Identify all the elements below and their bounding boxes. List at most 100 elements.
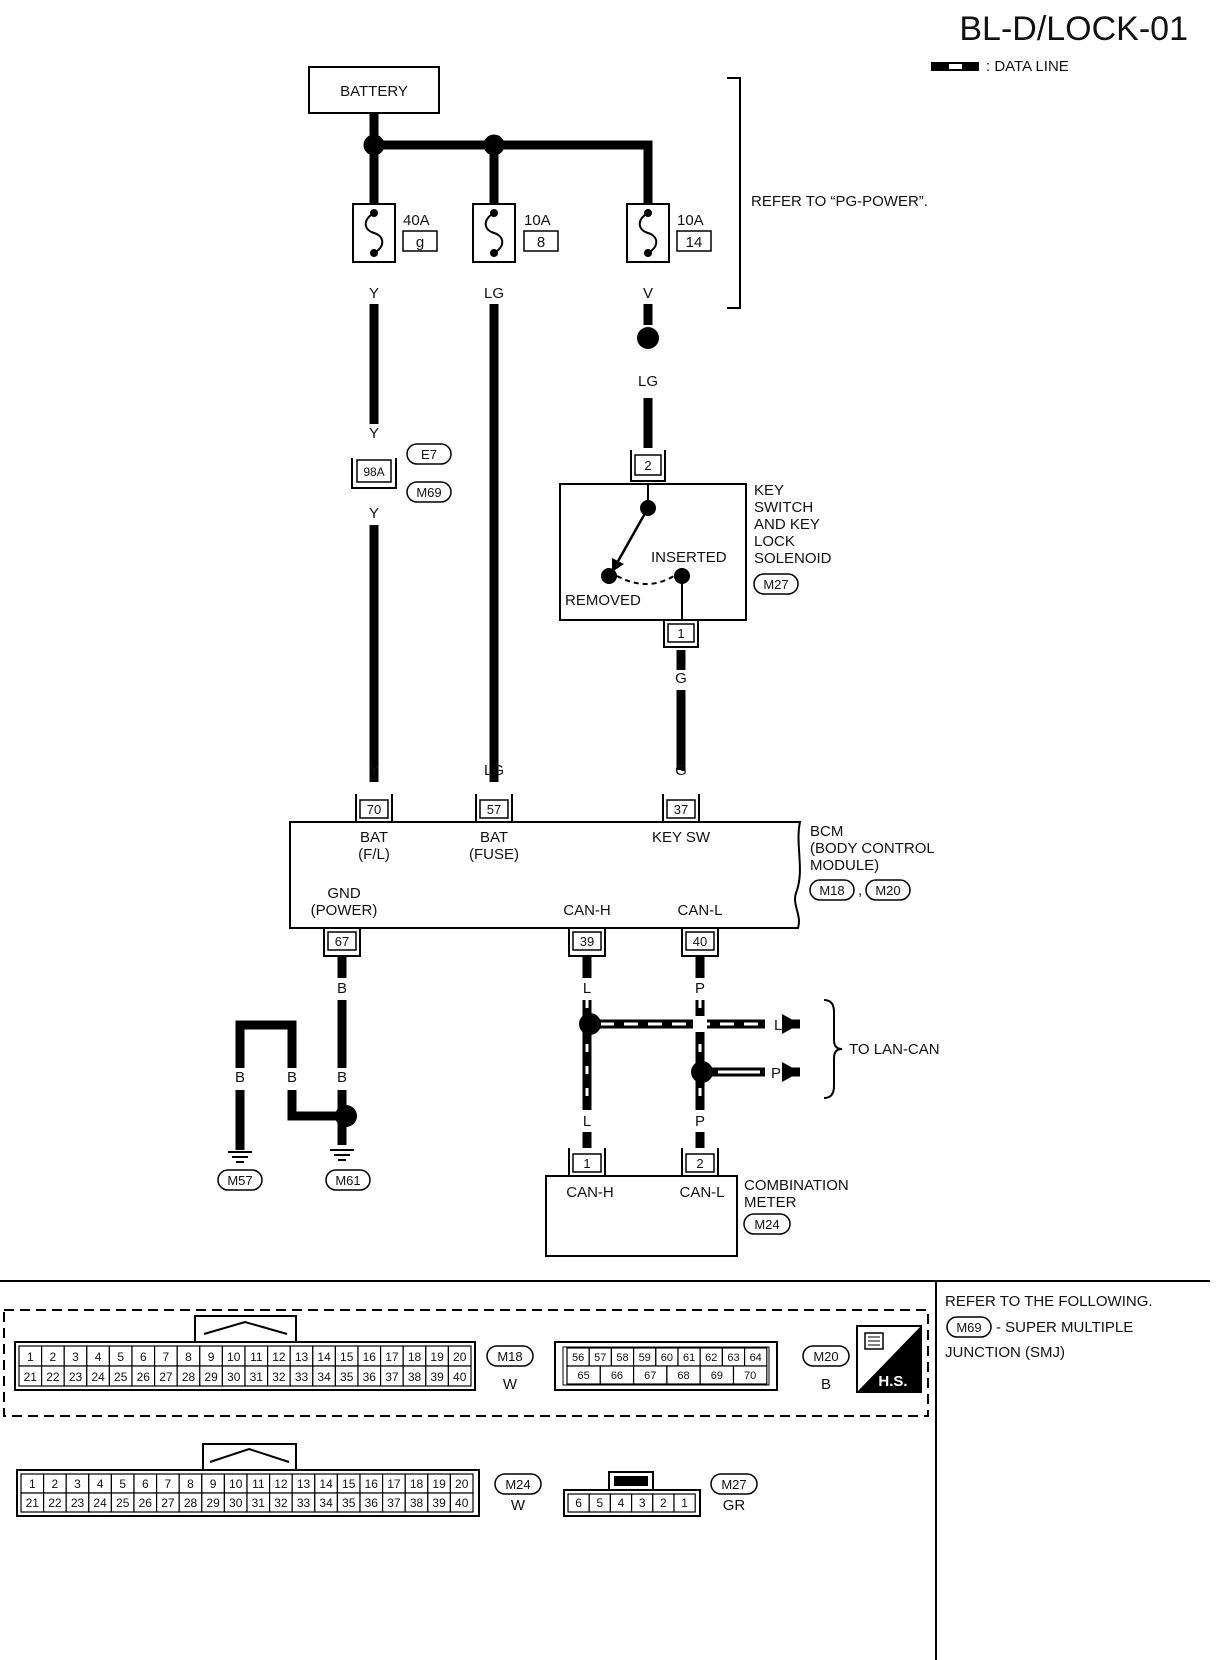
- pin-number: 1: [681, 1496, 688, 1510]
- bcm-bat-fl-label-1: BAT: [360, 829, 388, 846]
- pin-number: 3: [72, 1350, 79, 1364]
- wire-label-y-fuse: Y: [369, 285, 379, 302]
- pin-number: 23: [69, 1370, 83, 1384]
- meter-can-l-label: CAN-L: [679, 1184, 724, 1201]
- bcm-pin-40: 40: [693, 934, 707, 949]
- pin-number: 1: [29, 1477, 36, 1491]
- m20-face-id: M20: [813, 1349, 838, 1364]
- connector-m20-label: M20: [875, 883, 900, 898]
- refer-note-line3: JUNCTION (SMJ): [945, 1344, 1065, 1361]
- pin-cell: [449, 1492, 474, 1513]
- pin-number: 31: [252, 1496, 266, 1510]
- pin-number: 5: [596, 1496, 603, 1510]
- pin-number: 66: [611, 1370, 623, 1382]
- bcm-connector-separator: ,: [858, 882, 862, 899]
- wire-label-gnd-b-mid: B: [287, 1069, 297, 1086]
- wire-label-gnd-b-left: B: [235, 1069, 245, 1086]
- key-switch-pin-1: 1: [677, 626, 684, 641]
- pin-number: 5: [119, 1477, 126, 1491]
- wire-label-gnd-b-right: B: [337, 1069, 347, 1086]
- bcm-gnd-label-2: (POWER): [311, 902, 378, 919]
- harness-side-badge: H.S.: [856, 1325, 922, 1393]
- pin-number: 38: [410, 1496, 424, 1510]
- fuse-40a-number: g: [416, 234, 424, 251]
- pin-number: 23: [71, 1496, 85, 1510]
- pin-number: 70: [744, 1370, 756, 1382]
- pin-number: 36: [365, 1496, 379, 1510]
- power-reference-note: REFER TO “PG-POWER”.: [751, 193, 928, 210]
- pin-number: 58: [616, 1352, 628, 1364]
- pin-number: 56: [572, 1352, 584, 1364]
- pin-number: 36: [363, 1370, 377, 1384]
- key-switch-label-1: KEY: [754, 482, 784, 499]
- connector-panel-dashed-frame: [3, 1309, 929, 1417]
- bcm-label-1: BCM: [810, 823, 843, 840]
- bcm-pin-37: 37: [674, 802, 688, 817]
- m24-face-color: W: [511, 1497, 526, 1514]
- wire-label-y-top: Y: [369, 425, 379, 442]
- m24-face-id: M24: [505, 1477, 530, 1492]
- pin-number: 4: [95, 1350, 102, 1364]
- pin-number: 14: [317, 1350, 331, 1364]
- pin-number: 11: [250, 1350, 263, 1364]
- pin-number: 24: [93, 1496, 107, 1510]
- battery-label: BATTERY: [340, 83, 408, 100]
- pin-number: 5: [117, 1350, 124, 1364]
- wire-label-v-fuse: V: [643, 285, 653, 302]
- connector-m69-label: M69: [416, 485, 441, 500]
- pin-number: 39: [430, 1370, 444, 1384]
- pin-number: 8: [187, 1477, 194, 1491]
- pin-number: 33: [297, 1496, 311, 1510]
- wire-label-y-bottom: Y: [369, 505, 379, 522]
- pin-number: 27: [161, 1496, 175, 1510]
- bcm-gnd-label-1: GND: [327, 885, 361, 902]
- pin-number: 40: [455, 1496, 469, 1510]
- pin-number: 28: [184, 1496, 198, 1510]
- pin-number: 12: [272, 1350, 286, 1364]
- m27-face-id: M27: [721, 1477, 746, 1492]
- bcm-label-3: MODULE): [810, 857, 879, 874]
- pin-number: 9: [210, 1477, 217, 1491]
- wire-label-y-bcm: Y: [369, 762, 379, 779]
- data-line-legend-label: : DATA LINE: [986, 58, 1069, 75]
- key-switch-label-3: AND KEY: [754, 516, 820, 533]
- pin-number: 7: [165, 1477, 172, 1491]
- meter-pin-1: 1: [583, 1156, 590, 1171]
- pin-number: 40: [453, 1370, 467, 1384]
- ground-m61-label: M61: [335, 1173, 360, 1188]
- pin-number: 35: [340, 1370, 354, 1384]
- pin-number: 13: [295, 1350, 309, 1364]
- ground-symbol-m57: [228, 1151, 252, 1163]
- pin-number: 30: [229, 1496, 243, 1510]
- joint-pin-98a: 98A: [363, 465, 384, 479]
- bcm-label-2: (BODY CONTROL: [810, 840, 935, 857]
- power-bracket: [727, 77, 741, 309]
- pin-cell: [447, 1365, 472, 1387]
- bcm-can-l-label: CAN-L: [677, 902, 722, 919]
- connector-m24-label: M24: [754, 1217, 779, 1232]
- pin-number: 21: [24, 1370, 38, 1384]
- pin-number: 17: [385, 1350, 399, 1364]
- meter-can-h-label: CAN-H: [566, 1184, 614, 1201]
- pin-number: 7: [163, 1350, 170, 1364]
- bcm-pin-39: 39: [580, 934, 594, 949]
- m20-face-color: B: [821, 1376, 831, 1393]
- connector-m27-label: M27: [763, 577, 788, 592]
- fuse-40a-amp: 40A: [403, 212, 430, 229]
- wire-label-g-top: G: [675, 670, 687, 687]
- wire-label-can-l-top: L: [583, 980, 591, 997]
- pin-cell: [673, 1493, 696, 1513]
- fuse-10a-14: 10A 14: [626, 203, 712, 263]
- ground-symbol-m61: [330, 1149, 354, 1161]
- pin-number: 26: [137, 1370, 151, 1384]
- ground-splice: [335, 1105, 357, 1127]
- meter-label-1: COMBINATION: [744, 1177, 849, 1194]
- meter-pin-2: 2: [696, 1156, 703, 1171]
- lan-can-brace: [823, 999, 843, 1099]
- pin-number: 4: [97, 1477, 104, 1491]
- refer-note-line1: REFER TO THE FOLLOWING.: [945, 1293, 1153, 1310]
- combination-meter: 1 2 CAN-H CAN-L COMBINATION METER M24: [545, 1148, 849, 1257]
